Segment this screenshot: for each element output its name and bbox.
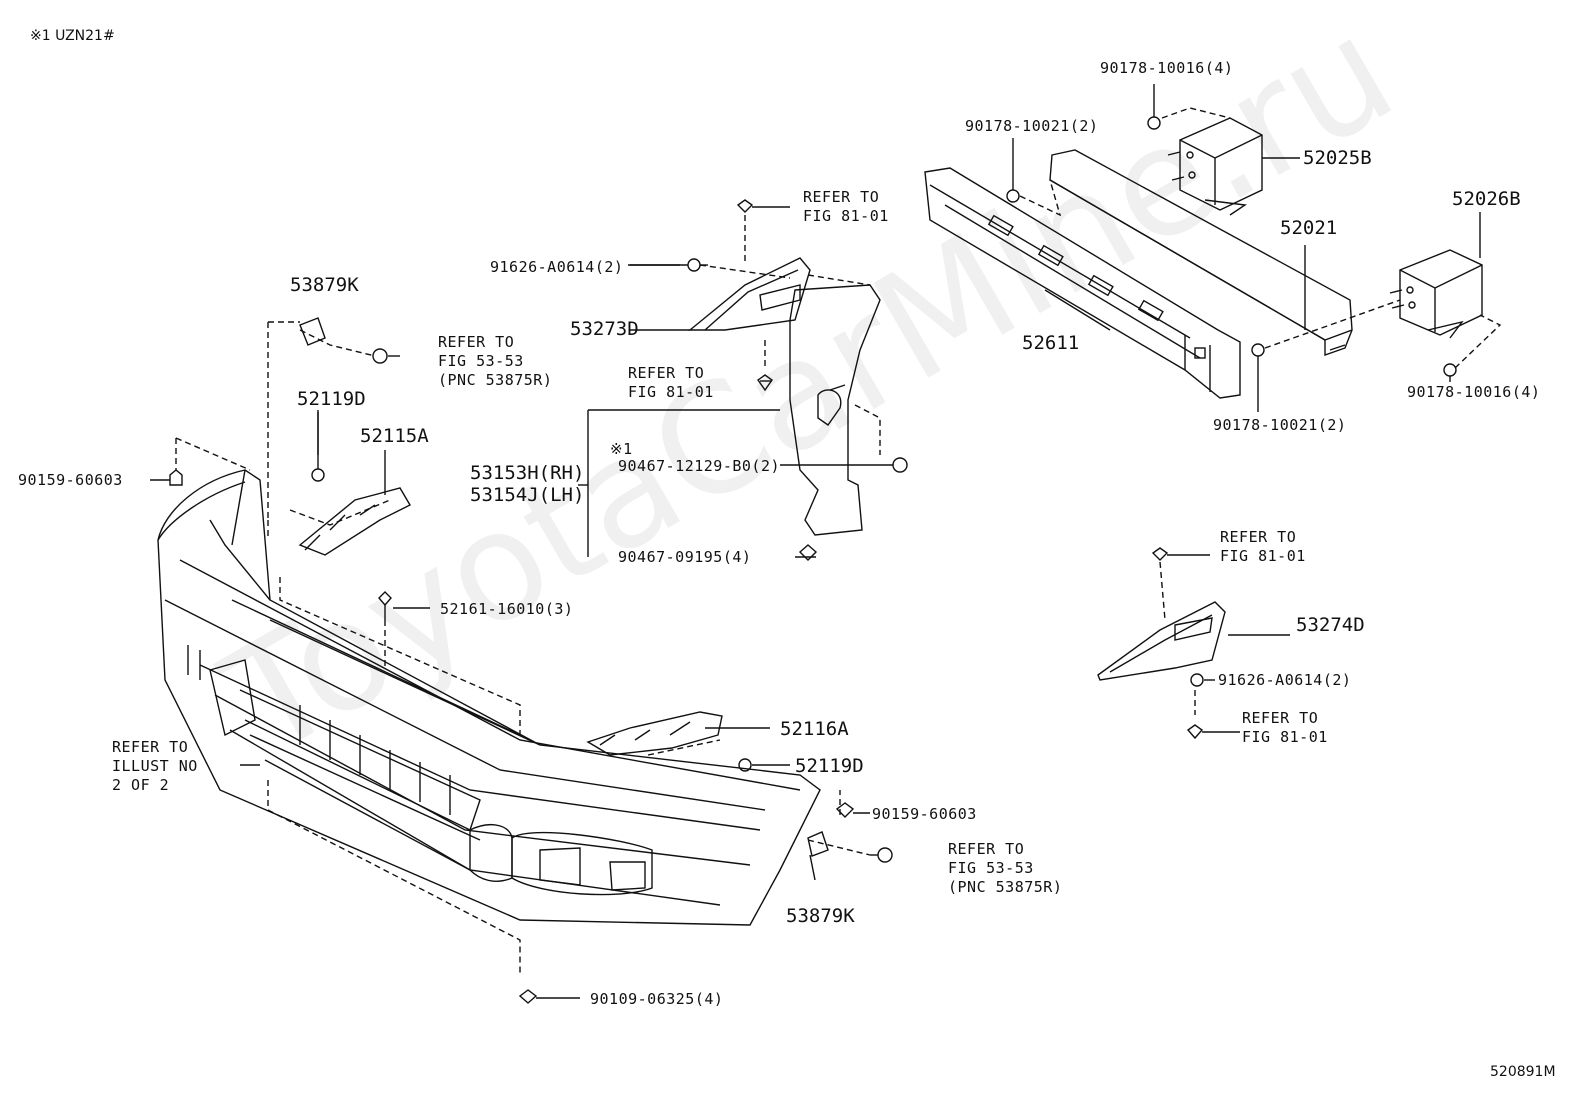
label-52119d-top: 52119D	[297, 388, 366, 410]
label-52025b: 52025B	[1303, 147, 1372, 169]
label-52115a: 52115A	[360, 425, 429, 447]
fasteners	[150, 317, 893, 1004]
absorber-52611	[924, 167, 1241, 399]
fasteners-53274d	[1151, 547, 1240, 740]
label-90178-10021-bot: 90178-10021(2)	[1213, 416, 1347, 434]
label-90109-06325: 90109-06325(4)	[590, 990, 724, 1008]
label-91626-a0614-a: 91626-A0614(2)	[490, 258, 624, 276]
label-refer-illust: REFER TO ILLUST NO 2 OF 2	[112, 738, 198, 794]
label-52611: 52611	[1022, 332, 1080, 354]
dashed-leaders-reinforcement	[1019, 107, 1502, 369]
label-53274d: 53274D	[1296, 614, 1365, 636]
label-90467-12129: 90467-12129-B0(2)	[618, 457, 781, 475]
label-refer-fig-81-01-b: REFER TO FIG 81-01	[628, 364, 714, 401]
label-52026b: 52026B	[1452, 188, 1521, 210]
label-note-1: ※1	[610, 440, 633, 458]
label-refer-fig-81-01-a: REFER TO FIG 81-01	[803, 188, 889, 225]
label-90178-10016-bot: 90178-10016(4)	[1407, 383, 1541, 401]
label-52021: 52021	[1280, 217, 1338, 239]
label-refer-fig-81-01-c: REFER TO FIG 81-01	[1220, 528, 1306, 565]
nut-group-reinforcement	[1006, 84, 1457, 412]
label-90467-09195: 90467-09195(4)	[618, 548, 752, 566]
label-90159-60603-right: 90159-60603	[872, 805, 977, 823]
bracket-52025b	[1167, 117, 1263, 216]
label-53879k-top: 53879K	[290, 274, 359, 296]
label-refer-fig-81-01-d: REFER TO FIG 81-01	[1242, 709, 1328, 746]
label-refer-fig-53-53-a: REFER TO FIG 53-53 (PNC 53875R)	[438, 333, 553, 389]
label-90159-60603-left: 90159-60603	[18, 471, 123, 489]
label-90178-10016-top: 90178-10016(4)	[1100, 59, 1234, 77]
label-52116a: 52116A	[780, 718, 849, 740]
label-90178-10021-top: 90178-10021(2)	[965, 117, 1099, 135]
label-refer-fig-53-53-b: REFER TO FIG 53-53 (PNC 53875R)	[948, 840, 1063, 896]
bracket-52026b	[1389, 249, 1483, 339]
header-note: ※1 UZN21#	[30, 28, 115, 44]
label-53273d: 53273D	[570, 318, 639, 340]
label-53153h-53154j: 53153H(RH) 53154J(LH)	[470, 462, 585, 506]
bracket-53274d	[1097, 601, 1290, 681]
mudguard-53153h	[789, 284, 881, 536]
dashed-leaders-bumper	[175, 321, 871, 975]
label-53879k-bot: 53879K	[786, 905, 855, 927]
label-91626-a0614-b: 91626-A0614(2)	[1218, 671, 1352, 689]
bracket-53273d	[688, 257, 811, 331]
label-52161-16010: 52161-16010(3)	[440, 600, 574, 618]
bumper-cover	[157, 469, 821, 926]
retainer-52116a	[586, 711, 723, 756]
dashed-leaders-53274d	[1159, 561, 1196, 715]
mudguard-fasteners	[578, 199, 908, 557]
retainer-52115a	[298, 487, 411, 556]
reinforcement-52021	[1049, 149, 1353, 356]
dashed-leaders-mudguard	[699, 215, 881, 455]
label-52119d-bot: 52119D	[795, 755, 864, 777]
drawing-number: 520891M	[1490, 1064, 1556, 1080]
leader-lines	[240, 157, 1481, 881]
